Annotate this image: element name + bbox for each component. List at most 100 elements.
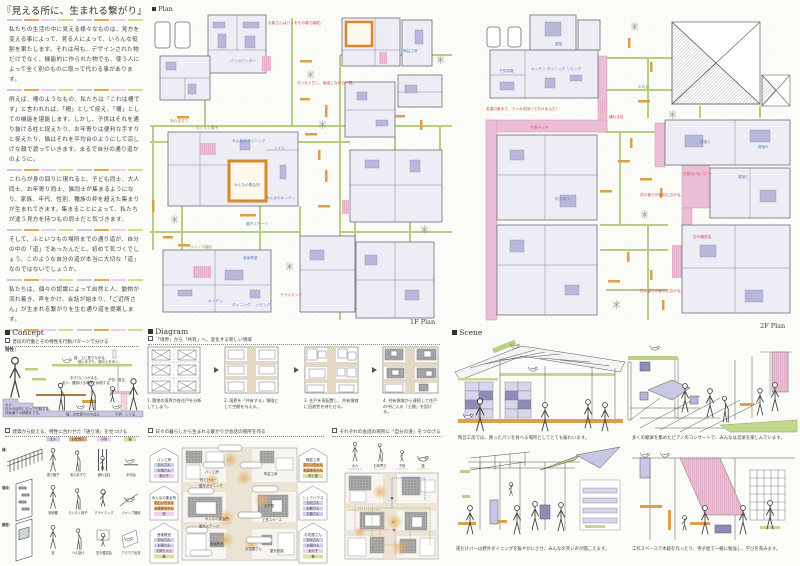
fence-icon — [6, 448, 43, 472]
column-child: 子供 — [101, 436, 108, 441]
member-tag: お姉さん — [307, 506, 321, 511]
house — [349, 149, 443, 223]
step-4-caption: 4. 共有領域から連続して住戸の中に入る「土間」を設ける。 — [383, 398, 438, 415]
diagram-section-header: Diagram — [148, 327, 188, 336]
member-tag: お父さん — [158, 462, 172, 467]
member-tag: お母さん — [158, 543, 172, 548]
speech-bubbles — [185, 444, 279, 557]
map-label-terakoya: 寺子屋 — [264, 503, 275, 508]
note-eat-bread: お客さんはパンをその場で堪能。 — [268, 20, 324, 25]
green-step-bar — [32, 378, 46, 381]
house — [299, 235, 356, 313]
label-bread-counter: パンカウンター — [230, 58, 256, 63]
subheader-text: 「境界」から「共有」へ、変化する新しい領域 — [155, 338, 252, 344]
bedroom-block — [529, 14, 577, 51]
member-tag: おばあちゃん — [154, 506, 174, 511]
map-label-bakery: パン工房 — [205, 469, 219, 474]
adult-icon — [352, 442, 358, 462]
label-jump-stairs: ジャンプ階段 — [190, 244, 212, 249]
shelf-wall — [579, 479, 621, 531]
scene-4-caption: 工作スペースで木箱を作ったり、寺子屋で一緒に勉強し、学びを育みます。 — [632, 547, 781, 552]
column-adult: 大人 — [50, 436, 57, 441]
member-tag: おばあちゃん — [303, 468, 323, 473]
item-easy-chair: らくらく椅子 — [68, 510, 88, 515]
kids-deck — [485, 55, 711, 321]
item-inviting-lattice: 誘う格子 — [47, 472, 61, 477]
furniture — [165, 21, 424, 301]
label-bedroom-b: 寝室B — [758, 144, 768, 149]
floor-2-label: 2F Plan — [760, 322, 786, 330]
intro-paragraph: 私たちの生活の中に見える様々なものは、見方を変える事によって、見る人によって、い… — [9, 27, 140, 83]
plan-2f-buildings — [486, 14, 791, 316]
row-label-stairs: 階段： — [2, 485, 12, 490]
parked-car — [174, 21, 191, 49]
label-atrium: 吹き抜け — [555, 196, 570, 201]
grid-window — [749, 469, 786, 521]
diagram-transition-steps — [147, 346, 439, 394]
household-share-house: シェアハウス お兄さん お姉さん お姉さん — [298, 485, 328, 521]
square-bullet-icon — [5, 330, 10, 335]
label-shared-dining: みんなのダイニング — [232, 138, 265, 143]
color-divider — [7, 279, 143, 281]
elder-figure — [88, 380, 96, 411]
concept-behavior-subheader: 普段の行動とその特性を行動パターンで分ける — [5, 338, 139, 348]
diagram-transition-subheader: 「境界」から「共有」へ、変化する新しい領域 — [148, 336, 440, 346]
scene-header-label: Scene — [459, 328, 483, 337]
arrow-icon — [214, 367, 219, 373]
note-elder: 老人：腰掛ける場所で休憩する。 — [62, 380, 113, 385]
window-wall-icon — [15, 518, 33, 562]
handrail-beam — [36, 394, 86, 396]
label-safe-handrail: 安心手すり — [170, 118, 188, 123]
green-planter — [719, 419, 798, 433]
note-adult: 大人： — [5, 402, 15, 407]
column-elder: お年寄り — [72, 436, 85, 441]
row-label-waist-wall: 腰壁： — [1, 522, 12, 527]
subheader-text: 普段の行動とその特性を行動パターンで分ける — [12, 340, 109, 346]
item-cane-hook: つえ掛け — [72, 550, 85, 555]
intro-paragraph: そして、ふといつもの場所までの通り道が、自分の中の「道」であったんだと、初めて気… — [9, 237, 140, 273]
map-label-pottery: 陶芸工房 — [264, 471, 278, 476]
checkbox-square-icon — [148, 336, 154, 342]
row-label-fence: 柵： — [1, 447, 9, 452]
diagram-header-label: Diagram — [155, 327, 189, 336]
row-stairs-figures — [49, 485, 139, 510]
concept-behavior-illustration: 猫：上に登りたがる。 細い手すり、塀の上を歩く。 手すりにつかまる。 老人：腰掛… — [2, 349, 144, 418]
member-tag: お兄さん — [307, 500, 321, 505]
step-1-divided-plots — [147, 346, 201, 394]
elder-figure — [57, 382, 65, 411]
label-balance-beam: 平均台 — [638, 84, 649, 89]
parked-car — [486, 26, 501, 48]
square-bullet-icon — [452, 330, 457, 335]
checkbox-square-icon — [5, 428, 11, 434]
item-bay-window: ワクワク出窓 — [121, 550, 140, 555]
household-community-hall: みんなの集会所 おじいちゃん おばあちゃん 孫 — [149, 485, 179, 521]
concept-elements-subheader: 建築から捉える、特性に合わせた「通り道」を見つける — [5, 428, 139, 438]
map-label-outdoor-dining: 屋外ダイニング — [199, 483, 223, 488]
map-label-flower-shop: お花屋さん — [245, 546, 263, 551]
plan-1f-drawing: パンカウンター みんなのダイニング みんなの集会所 みんなのキッチン トイレ 安… — [150, 14, 452, 320]
map-label-outdoor-stage: 屋外ステージ — [199, 524, 220, 529]
intro-paragraph: 例えば、柵のようなもの、私たちは「これは柵です」と言われれば、「柵」として捉え、… — [9, 97, 140, 163]
note-deck-to-friends: 友達の家まで、デッキを回って行けるんだ！ — [486, 106, 559, 111]
member-tag: 男の子 — [159, 473, 169, 478]
color-divider — [7, 19, 143, 21]
bench — [458, 419, 623, 423]
label-kids-room: 子供部屋 — [499, 68, 514, 73]
note-study-break: せっかくだし、勉強しながら一服。 — [297, 80, 356, 85]
arrow-icon — [294, 367, 299, 373]
adult-figure — [129, 378, 138, 411]
item-safe-handrail: 安心手すり — [70, 472, 86, 477]
legend-adult: 大人 — [352, 463, 359, 468]
roof-hip-large — [671, 21, 761, 105]
note-cat-climb: 猫：上に登りたがる。 — [74, 355, 108, 360]
color-divider — [7, 229, 143, 231]
label-living: リビング — [256, 302, 271, 307]
scene-3-caption: 夜だけバーは野外ダイニングを賑やかにさせ、みんなの笑い声が聞こえます。 — [456, 547, 610, 552]
map-label-music-school: 音楽教室 — [210, 541, 224, 546]
house — [344, 81, 396, 138]
row-waist-wall-figures — [49, 525, 139, 550]
scene-4-workshop-terakoya-sketch — [632, 452, 795, 540]
shared-path-grid — [600, 57, 761, 320]
household-name: 陶芸工房 — [306, 457, 320, 462]
note-cat-near-elder: 猫：お年寄りのそばに — [66, 412, 101, 417]
